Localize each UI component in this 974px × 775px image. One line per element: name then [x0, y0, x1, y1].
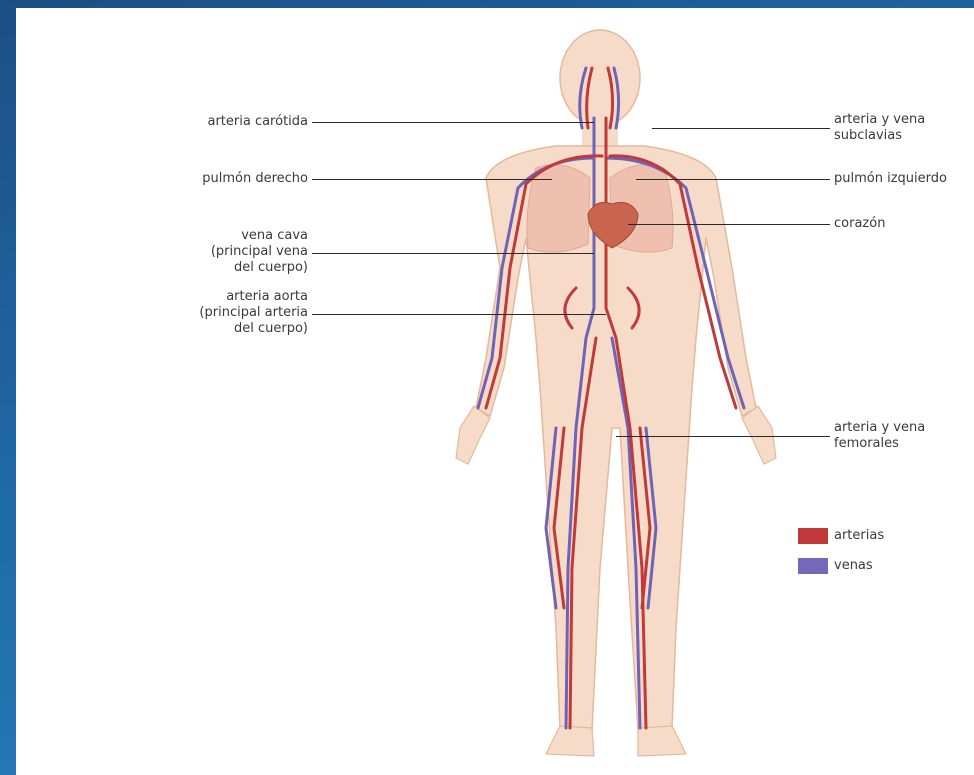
legend-veins-swatch — [798, 558, 828, 574]
label-femoral: arteria y vena femorales — [834, 420, 925, 452]
legend-arteries-label: arterias — [834, 528, 884, 544]
leader-left-lung — [636, 179, 830, 180]
leader-vena-cava — [312, 253, 594, 254]
leader-carotid — [312, 122, 594, 123]
label-left-lung: pulmón izquierdo — [834, 171, 947, 187]
leader-right-lung — [312, 179, 552, 180]
circulatory-system-diagram — [16, 8, 974, 775]
figure-panel: arteria carótida pulmón derecho vena cav… — [16, 8, 974, 775]
label-subclavian: arteria y vena subclavias — [834, 112, 925, 144]
leader-aorta — [312, 314, 606, 315]
label-heart: corazón — [834, 216, 885, 232]
leader-heart — [628, 224, 830, 225]
label-aorta: arteria aorta (principal arteria del cue… — [199, 289, 308, 337]
legend-arteries-swatch — [798, 528, 828, 544]
legend-veins-label: venas — [834, 558, 873, 574]
body-silhouette — [456, 30, 776, 756]
leader-subclavian — [652, 128, 830, 129]
label-carotid: arteria carótida — [207, 114, 308, 130]
label-vena-cava: vena cava (principal vena del cuerpo) — [211, 228, 308, 276]
leader-femoral — [616, 436, 830, 437]
label-right-lung: pulmón derecho — [202, 171, 308, 187]
